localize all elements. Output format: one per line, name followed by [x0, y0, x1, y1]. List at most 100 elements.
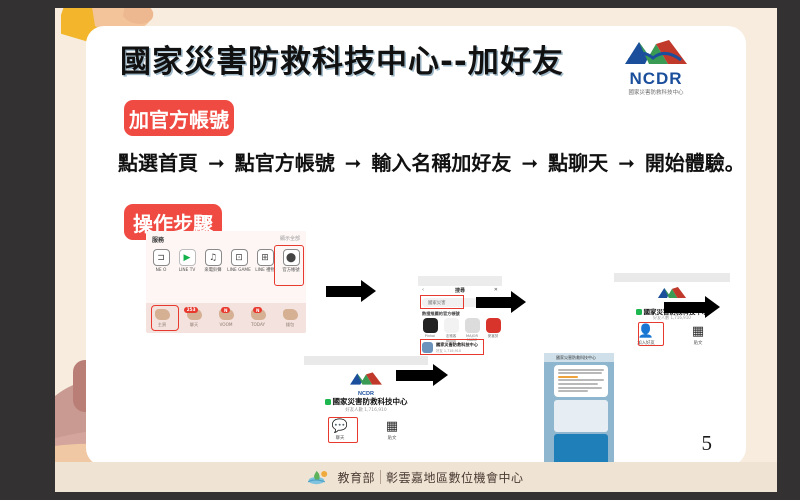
account-name: 麥當勞	[487, 334, 499, 338]
close-icon: ✕	[493, 287, 498, 293]
highlight-home-tab	[151, 305, 179, 331]
profile-friend-count: 好友人數 1,716,910	[653, 315, 691, 320]
flow-block-arrow-3	[664, 296, 724, 319]
tab-voom: N VOOM	[210, 307, 242, 327]
flow-step-4: 點聊天	[548, 151, 609, 175]
search-input-value: 國家災害	[428, 300, 446, 306]
account-card: MAJOR MADE	[463, 318, 481, 343]
account-card: 法雅客 bilibo	[442, 318, 460, 343]
tab-label: TODAY	[250, 322, 266, 327]
account-avatar	[443, 318, 459, 333]
account-card: Pinkoi	[421, 318, 439, 343]
home-icon	[154, 308, 170, 320]
service-label: 來電鈴聲	[204, 268, 222, 273]
service-label: LINE 禮物	[255, 268, 275, 273]
footer-divider	[380, 470, 381, 484]
profile-friend-count: 好友人數 1,716,910	[345, 408, 387, 413]
verified-badge-icon	[635, 309, 642, 315]
ncdr-subtitle: 國家災害防救科技中心	[628, 90, 684, 96]
search-screen-title: 搜尋	[454, 288, 465, 294]
service-item: ▶ LINE TV	[174, 249, 200, 273]
result-friend-count: 好友 1,716,910	[436, 349, 462, 353]
ncdr-wordmark: NCDR	[358, 391, 374, 397]
status-bar	[418, 276, 502, 286]
status-bar	[614, 273, 730, 282]
highlight-search-result	[420, 339, 484, 355]
ncdr-mountain-icon	[625, 40, 687, 64]
add-friend-button[interactable]: 👤 加入好友	[631, 325, 661, 346]
page-title: 國家災害防救科技中心--加好友	[120, 44, 564, 80]
verified-badge-icon	[324, 399, 331, 405]
profile-action-row: 💬 聊天 ▦ 貼文	[304, 420, 428, 441]
tab-label: 主頁	[157, 321, 167, 327]
service-label: LINE GAME	[227, 268, 251, 273]
flow-block-arrow-1	[326, 280, 376, 303]
service-item-official-account: ⬤ 官方帳號	[278, 249, 304, 273]
show-all-link: 顯示全部	[279, 236, 300, 242]
service-icon-row: ⊐ NE O ▶ LINE TV ♫ 來電鈴聲 ⊡ LINE GAME	[148, 249, 304, 273]
service-label: 官方帳號	[282, 268, 300, 273]
posts-icon: ▦	[385, 419, 399, 434]
ncdr-logo: NCDR 國家災害防救科技中心	[591, 38, 721, 96]
back-icon: ‹	[422, 287, 424, 293]
tab-wallet: 錢包	[274, 308, 306, 328]
search-input: 國家災害	[422, 298, 498, 307]
flow-step-1: 點選首頁	[118, 151, 198, 175]
chat-image-attachment	[554, 400, 608, 432]
account-name: 法雅客 bilibo	[445, 334, 457, 343]
flow-arrow-icon: ➞	[207, 151, 225, 175]
badge-add-official-account: 加官方帳號	[124, 100, 234, 136]
flow-block-arrow-2	[476, 291, 526, 314]
chat-icon	[186, 308, 202, 320]
flow-block-arrow-4	[396, 364, 448, 387]
account-avatar	[485, 318, 501, 333]
chat-message-bubble	[554, 365, 608, 397]
chat-button[interactable]: 💬 聊天	[325, 420, 355, 441]
footer-center-name: 彰雲嘉地區數位機會中心	[386, 470, 524, 485]
slide-footer: 教育部 彰雲嘉地區數位機會中心	[55, 462, 777, 492]
flow-step-3: 輸入名稱加好友	[371, 151, 512, 175]
account-card: 麥當勞	[484, 318, 502, 343]
highlight-search-input	[420, 295, 464, 309]
services-header: 服務	[152, 237, 165, 244]
tab-today: N TODAY	[242, 307, 274, 327]
service-item: ♫ 來電鈴聲	[200, 249, 226, 273]
service-item: ⊞ LINE 禮物	[252, 249, 278, 273]
service-label: LINE TV	[178, 268, 196, 273]
action-label: 加入好友	[637, 341, 655, 346]
action-label: 貼文	[387, 436, 397, 441]
wallet-icon	[282, 308, 298, 320]
tab-label: 聊天	[189, 321, 199, 327]
ncdr-mountain-icon	[350, 372, 382, 385]
add-friend-icon: 👤	[637, 324, 655, 339]
chat-title: 國家災害防救科技中心	[556, 355, 596, 360]
posts-button[interactable]: ▦ 貼文	[377, 420, 407, 441]
page-number: 5	[701, 431, 713, 455]
flow-arrow-icon: ➞	[344, 151, 362, 175]
profile-account-name: 國家災害防救科技中心	[304, 396, 428, 407]
highlight-chat-button	[328, 417, 358, 443]
recommended-section-title: 熱搜推薦的官方帳號	[422, 311, 460, 316]
service-item: ⊡ LINE GAME	[226, 249, 252, 273]
account-avatar	[464, 318, 480, 333]
ringtone-icon: ♫	[204, 249, 222, 266]
action-label: 貼文	[693, 341, 703, 346]
tab-chats: 253 聊天	[178, 306, 210, 328]
account-name: MAJOR MADE	[466, 334, 478, 342]
tab-label: VOOM	[219, 322, 233, 327]
footer-landscape-icon	[308, 471, 328, 485]
posts-icon: ▦	[691, 324, 705, 339]
line-o-icon: ⊐	[152, 249, 170, 266]
recommended-account-cards: Pinkoi 法雅客 bilibo MAJOR MADE 麥當勞	[421, 318, 502, 343]
voom-badge: N	[221, 307, 230, 313]
posts-button[interactable]: ▦ 貼文	[683, 325, 713, 346]
chat-bubble-icon: 💬	[331, 419, 349, 434]
flow-instruction-line: 點選首頁 ➞ 點官方帳號 ➞ 輸入名稱加好友 ➞ 點聊天 ➞ 開始體驗。	[118, 147, 745, 176]
highlight-add-friend	[638, 322, 664, 346]
line-tv-icon: ▶	[178, 249, 196, 266]
voom-icon	[218, 309, 234, 320]
line-game-icon: ⊡	[230, 249, 248, 266]
status-bar	[304, 356, 428, 365]
search-result-row: 國家災害防救科技中心 好友 1,716,910	[422, 342, 498, 353]
slide-canvas: LINE 國家災害防救科技中心--加好友 NCDR 國家災害防救科技中心 加官方…	[55, 8, 777, 492]
